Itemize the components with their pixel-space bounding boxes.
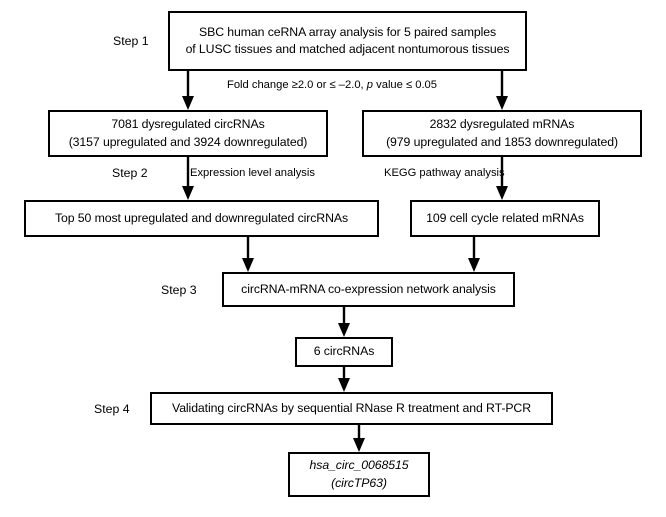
node-text-line-1: 6 circRNAs [313,344,375,359]
node-text-line-1: 7081 dysregulated circRNAs [111,117,265,132]
node-box-final-circtp63: hsa_circ_0068515 (circTP63) [288,452,430,497]
step-label-2: Step 2 [112,166,148,180]
edge-label-expression-analysis: Expression level analysis [190,167,315,179]
node-text-line-1: SBC human ceRNA array analysis for 5 pai… [199,24,496,39]
node-box-coexpression-network: circRNA-mRNA co-expression network analy… [222,272,515,307]
node-box-validating-circrnas: Validating circRNAs by sequential RNase … [150,392,553,425]
node-text-line-2: (979 upregulated and 1853 downregulated) [386,134,618,149]
step-label-4: Step 4 [94,402,130,416]
node-box-dysregulated-circrnas: 7081 dysregulated circRNAs (3157 upregul… [48,110,328,157]
node-text-line-1: 109 cell cycle related mRNAs [426,210,584,225]
node-box-cell-cycle-mrnas: 109 cell cycle related mRNAs [410,200,600,237]
node-box-step1-array-analysis: SBC human ceRNA array analysis for 5 pai… [168,11,527,71]
step-label-3: Step 3 [161,283,197,297]
node-text-line-1: Top 50 most upregulated and downregulate… [54,210,349,225]
fold-change-post: value ≤ 0.05 [373,79,437,91]
node-box-top50-circrnas: Top 50 most upregulated and downregulate… [24,200,379,237]
node-text-line-1: Validating circRNAs by sequential RNase … [172,400,531,415]
fold-change-p: p [366,79,374,91]
node-text-line-2: (3157 upregulated and 3924 downregulated… [68,134,308,149]
fold-change-pre: Fold change ≥2.0 or ≤ –2.0, [227,79,367,91]
node-text-line-2: (circTP63) [331,475,387,490]
node-box-dysregulated-mrnas: 2832 dysregulated mRNAs (979 upregulated… [362,110,642,157]
node-text-line-2: of LUSC tissues and matched adjacent non… [185,42,510,56]
node-box-six-circrnas: 6 circRNAs [295,337,393,367]
node-text-line-1: hsa_circ_0068515 [309,458,409,473]
step-label-1: Step 1 [113,34,149,48]
node-text-line-1: 2832 dysregulated mRNAs [429,117,575,132]
node-text-line-1: circRNA-mRNA co-expression network analy… [241,281,496,296]
edge-label-kegg-analysis: KEGG pathway analysis [384,167,505,179]
edge-label-fold-change: Fold change ≥2.0 or ≤ –2.0, p value ≤ 0.… [227,79,437,91]
